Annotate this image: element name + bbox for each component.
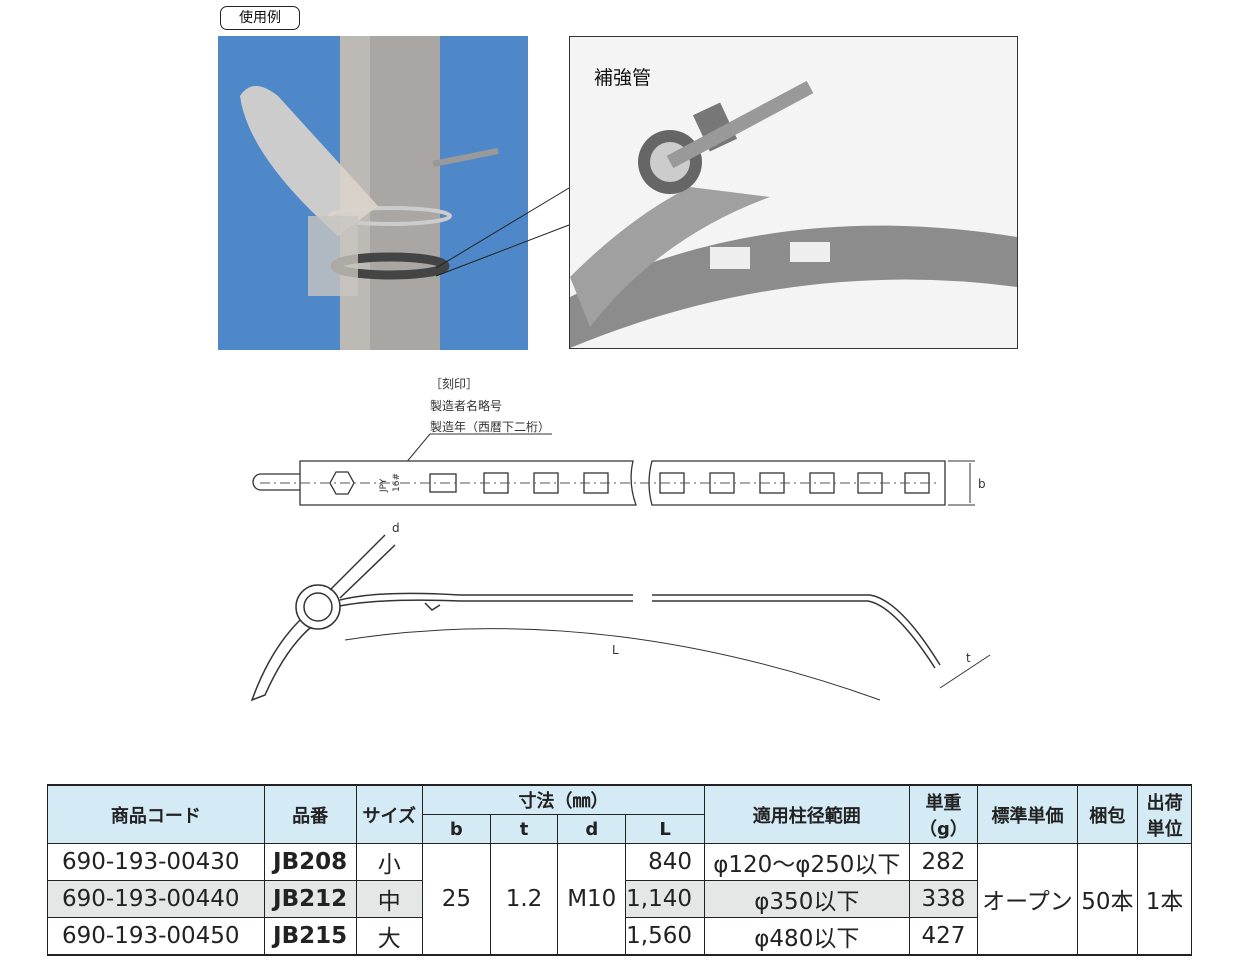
cell-L: 1,140: [625, 880, 706, 918]
cell-code: 690-193-00430: [47, 843, 265, 881]
header-d: d: [557, 814, 627, 844]
cell-range: φ120～φ250以下: [704, 843, 910, 881]
cell-b: 25: [422, 843, 491, 956]
cell-range: φ350以下: [704, 880, 910, 918]
cell-weight: 427: [908, 917, 979, 956]
dim-d: d: [392, 521, 400, 535]
usage-photo: [218, 36, 528, 350]
header-L: L: [625, 814, 706, 844]
cell-pack: 50本: [1076, 843, 1139, 956]
cell-unit: 1本: [1137, 843, 1192, 956]
cell-model: JB215: [263, 917, 357, 956]
cell-model: JB208: [263, 843, 357, 881]
dim-t: t: [966, 651, 971, 665]
cell-code: 690-193-00440: [47, 880, 265, 918]
cell-price: オープン: [977, 843, 1078, 956]
cell-code: 690-193-00450: [47, 917, 265, 956]
table-row: 690-193-00440 JB212 中 1,140 φ350以下 338: [47, 880, 1192, 918]
header-weight: 単重（g）: [908, 784, 979, 844]
stamp-line-1: 製造者名略号: [430, 398, 502, 413]
reinforcement-detail-photo: 補強管: [569, 36, 1018, 349]
product-spec-table: 商品コード 品番 サイズ 寸法（㎜） 適用柱径範囲 単重（g） 標準単価 梱包 …: [47, 784, 1192, 956]
header-pack: 梱包: [1076, 784, 1139, 844]
dim-b: b: [978, 477, 986, 491]
cell-t: 1.2: [489, 843, 559, 956]
header-size: サイズ: [355, 784, 424, 844]
stamp-title: ［刻印］: [430, 377, 478, 391]
header-model: 品番: [263, 784, 357, 844]
usage-example-badge: 使用例: [220, 6, 300, 30]
cell-range: φ480以下: [704, 917, 910, 956]
clamp-detail-illustration: [570, 80, 1017, 348]
cell-size: 小: [355, 843, 424, 881]
reinforcement-tube-label: 補強管: [594, 67, 652, 89]
table-row: 690-193-00430 JB208 小 25 1.2 M10 840 φ12…: [47, 843, 1192, 956]
cell-d: M10: [557, 843, 627, 956]
stamp-mark-1: JPY: [379, 478, 389, 493]
pole-photo-illustration: [240, 36, 499, 350]
header-price: 標準単価: [977, 784, 1078, 844]
header-range: 適用柱径範囲: [704, 784, 910, 844]
table-row: 690-193-00450 JB215 大 1,560 φ480以下 427: [47, 917, 1192, 956]
header-dimensions: 寸法（㎜）: [422, 784, 706, 815]
stamp-line-2: 製造年（西暦下二桁）: [430, 420, 550, 434]
cell-weight: 338: [908, 880, 979, 918]
cell-model: JB212: [263, 880, 357, 918]
cell-L: 1,560: [625, 917, 706, 956]
stamp-mark-2: 16#: [392, 473, 402, 492]
header-t: t: [489, 814, 559, 844]
cell-size: 中: [355, 880, 424, 918]
header-code: 商品コード: [47, 784, 265, 844]
cell-size: 大: [355, 917, 424, 956]
cell-weight: 282: [908, 843, 979, 881]
dim-L: L: [612, 643, 619, 657]
header-b: b: [422, 814, 491, 844]
cell-L: 840: [625, 843, 706, 881]
header-unit: 出荷単位: [1137, 784, 1192, 844]
